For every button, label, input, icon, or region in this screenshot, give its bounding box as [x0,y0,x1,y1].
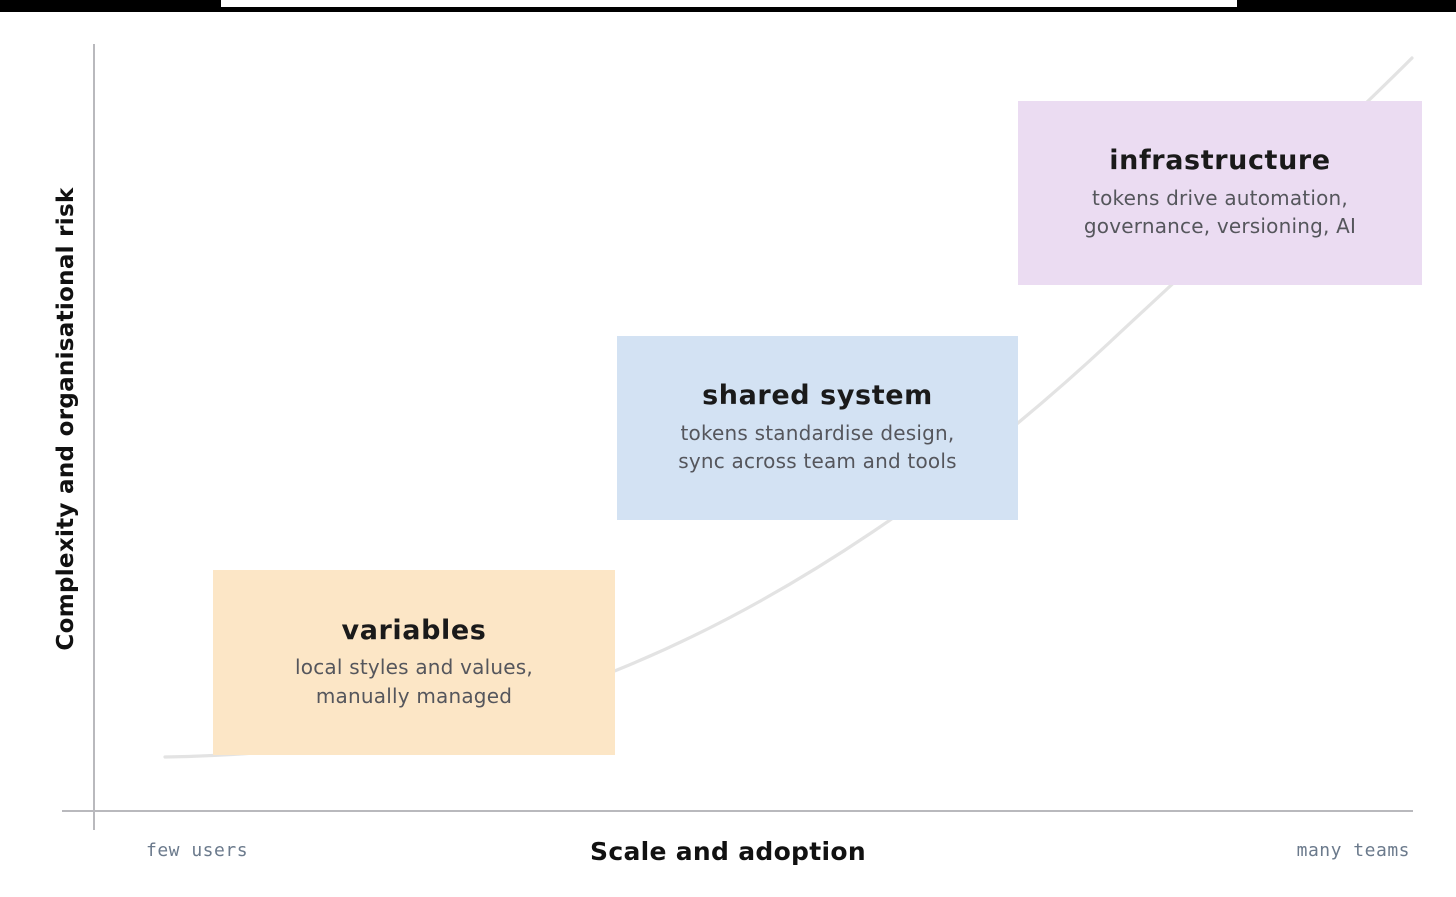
y-axis-line [93,44,95,830]
stage-box-shared-system[interactable]: shared system tokens standardise design,… [617,336,1018,520]
stage-title-variables: variables [341,614,487,646]
x-axis-line [62,810,1413,812]
x-axis-label: Scale and adoption [590,837,866,866]
y-axis-label: Complexity and organisational risk [53,187,79,651]
top-black-strip [0,0,1456,12]
stage-box-infrastructure[interactable]: infrastructure tokens drive automation, … [1018,101,1422,285]
stage-title-shared-system: shared system [702,380,933,412]
x-tick-label-high: many teams [1296,840,1410,861]
x-tick-label-low: few users [146,840,249,861]
stage-box-variables[interactable]: variables local styles and values, manua… [213,570,615,755]
stage-description-shared-system: tokens standardise design, sync across t… [678,420,957,474]
top-strip-white-inset [221,0,1237,9]
stage-description-variables: local styles and values, manually manage… [295,655,533,708]
stage-description-infrastructure: tokens drive automation, governance, ver… [1083,185,1357,239]
stage-title-infrastructure: infrastructure [1109,145,1331,177]
plot-area: Complexity and organisational risk Scale… [0,12,1456,897]
